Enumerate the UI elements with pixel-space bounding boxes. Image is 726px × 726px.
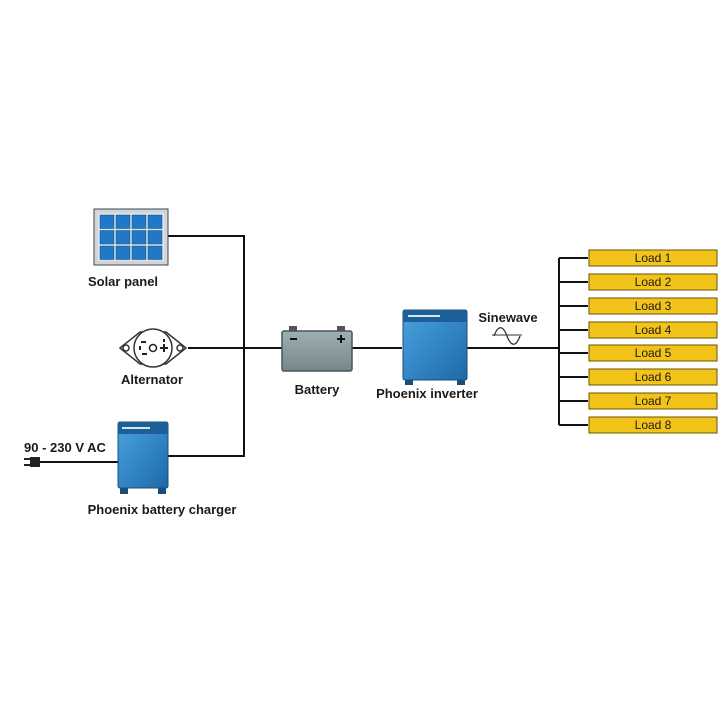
load-item: Load 5 xyxy=(588,344,718,362)
solar-cell xyxy=(147,245,163,260)
load-item: Load 3 xyxy=(588,297,718,315)
solar-cell xyxy=(115,245,131,260)
solar-cell xyxy=(99,245,115,260)
inverter-label: Phoenix inverter xyxy=(376,386,478,401)
ac-input-label: 90 - 230 V AC xyxy=(24,440,107,455)
solar-cell xyxy=(147,230,163,245)
wiring xyxy=(36,235,588,463)
inverter-icon xyxy=(402,309,468,385)
load-item: Load 6 xyxy=(588,368,718,386)
load-label: Load 6 xyxy=(635,370,672,384)
load-box xyxy=(588,368,718,386)
load-box xyxy=(588,344,718,362)
load-item: Load 8 xyxy=(588,416,718,434)
load-item: Load 4 xyxy=(588,321,718,339)
load-label: Load 3 xyxy=(635,299,672,313)
sinewave-label: Sinewave xyxy=(478,310,537,325)
solar-cell xyxy=(99,214,115,229)
load-label: Load 2 xyxy=(635,275,672,289)
solar-cell xyxy=(115,230,131,245)
charger-label: Phoenix battery charger xyxy=(88,502,237,517)
solar-cell xyxy=(99,230,115,245)
solar-panel-label: Solar panel xyxy=(88,274,158,289)
load-box xyxy=(588,249,718,267)
load-box xyxy=(588,416,718,434)
load-label: Load 8 xyxy=(635,418,672,432)
load-item: Load 7 xyxy=(588,392,718,410)
alternator-icon xyxy=(118,328,188,368)
alternator-label: Alternator xyxy=(121,372,183,387)
solar-cell xyxy=(147,214,163,229)
battery-charger-icon xyxy=(117,421,169,494)
load-label: Load 5 xyxy=(635,346,672,360)
solar-cell xyxy=(131,245,147,260)
loads-group: Load 1 Load 2 Load 3 Load 4 Load 5 Load 6 Load… xyxy=(588,249,718,434)
load-label: Load 7 xyxy=(635,394,672,408)
load-box xyxy=(588,273,718,291)
solar-panel-icon xyxy=(93,208,169,266)
load-label: Load 1 xyxy=(635,251,672,265)
battery-icon xyxy=(281,326,353,372)
load-label: Load 4 xyxy=(635,323,672,337)
ac-plug-icon xyxy=(24,457,40,467)
load-box xyxy=(588,392,718,410)
load-item: Load 1 xyxy=(588,249,718,267)
solar-cell xyxy=(131,214,147,229)
load-item: Load 2 xyxy=(588,273,718,291)
load-box xyxy=(588,321,718,339)
sinewave-icon xyxy=(492,327,522,345)
solar-cell xyxy=(115,214,131,229)
battery-label: Battery xyxy=(295,382,341,397)
solar-cell xyxy=(131,230,147,245)
load-box xyxy=(588,297,718,315)
